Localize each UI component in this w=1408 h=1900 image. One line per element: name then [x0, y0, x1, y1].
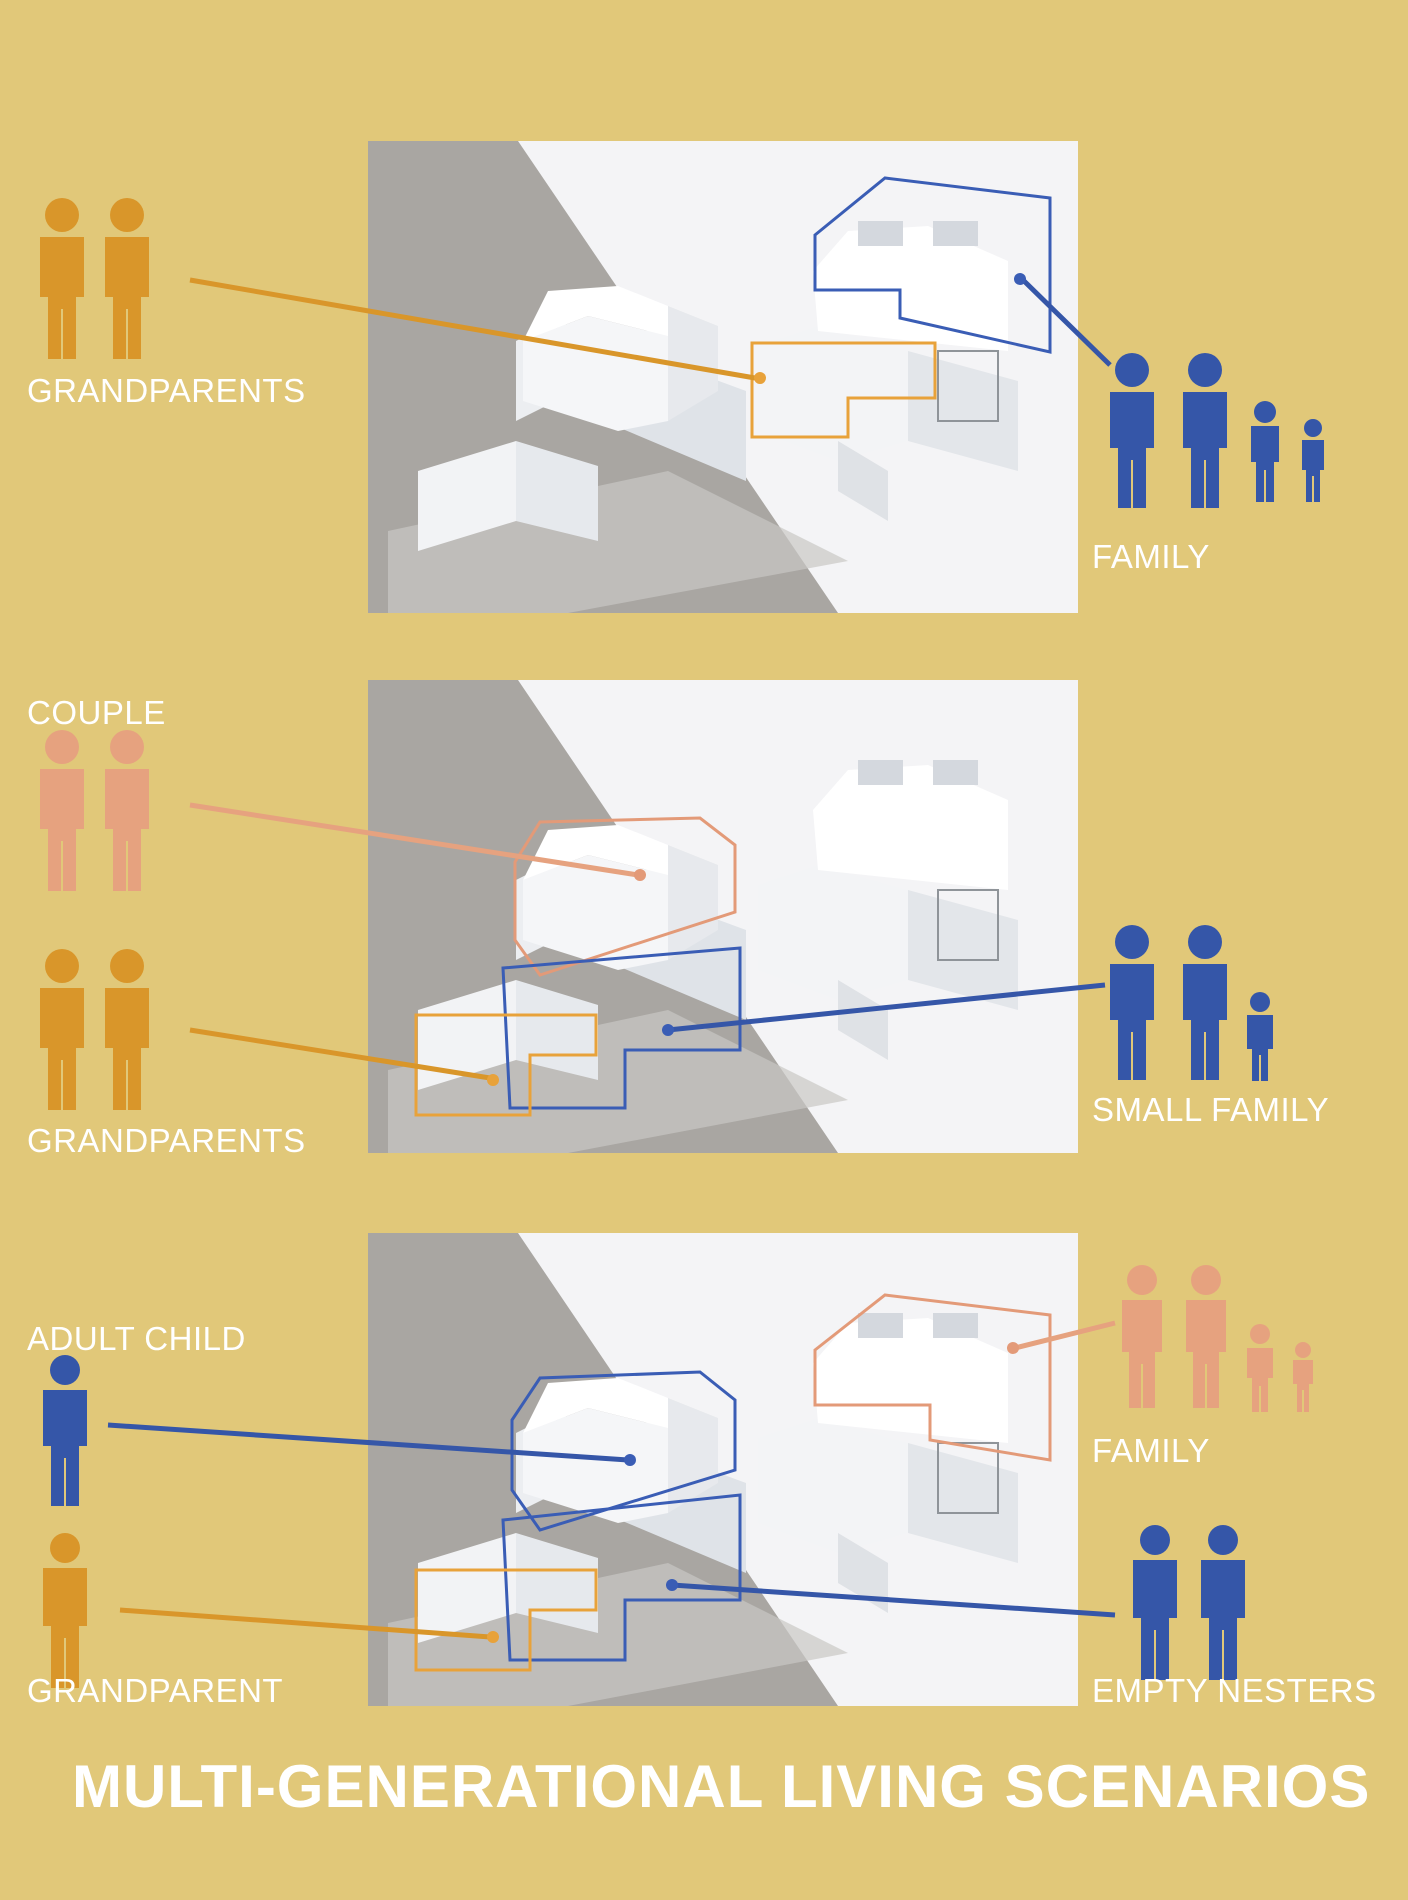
- grandparent-icon: [43, 1533, 87, 1688]
- label-couple: COUPLE: [27, 694, 166, 731]
- adult-child-icon: [43, 1355, 87, 1506]
- label-grandparent: GRANDPARENT: [27, 1672, 284, 1709]
- label-small-family: SMALL FAMILY: [1092, 1091, 1330, 1128]
- couple-icon: [40, 730, 149, 891]
- scenario-2-render: [368, 680, 1078, 1153]
- label-grandparents-1: GRANDPARENTS: [27, 372, 306, 409]
- label-grandparents-2: GRANDPARENTS: [27, 1122, 306, 1159]
- label-adult-child: ADULT CHILD: [27, 1320, 246, 1357]
- label-family-3: FAMILY: [1092, 1432, 1210, 1469]
- label-empty-nesters: EMPTY NESTERS: [1092, 1672, 1377, 1709]
- empty-nesters-icon: [1133, 1525, 1245, 1680]
- scenario-1-render: [368, 141, 1078, 613]
- page-title: MULTI-GENERATIONAL LIVING SCENARIOS: [72, 1753, 1371, 1820]
- grandparents-icon-2: [40, 949, 149, 1110]
- small-family-icon: [1110, 925, 1273, 1081]
- family-icon-3: [1122, 1265, 1313, 1412]
- grandparents-icon: [40, 198, 149, 359]
- family-icon: [1110, 353, 1324, 508]
- label-family-1: FAMILY: [1092, 538, 1210, 575]
- scenario-3-render: [368, 1233, 1078, 1706]
